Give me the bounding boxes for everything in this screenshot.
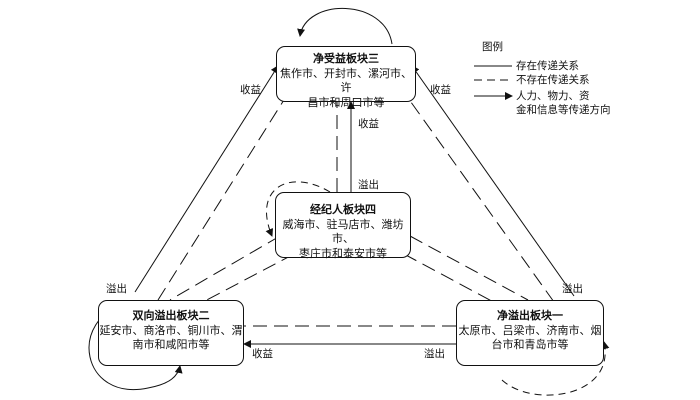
block-three-net-benefit: 净受益板块三 焦作市、开封市、漯河市、许 昌市和周口市等 [276, 46, 416, 109]
self-loop-b1-dashed [501, 341, 610, 396]
block-three-cities-2: 昌市和周口市等 [307, 95, 385, 109]
label-right-bottom-spill: 溢出 [562, 283, 583, 295]
block-two-cities-1: 延安市、商洛市、铜川市、渭 [99, 323, 243, 337]
block-two-title: 双向溢出板块二 [132, 309, 210, 322]
edge-b4-b1-dashed-1 [409, 235, 529, 301]
legend-arrow-label-2: 金和信息等传递方向 [516, 104, 611, 116]
legend-title: 图例 [482, 41, 503, 53]
legend-solid-label: 存在传递关系 [516, 60, 579, 72]
block-four-broker: 经纪人板块四 威海市、驻马店市、潍坊市、 枣庄市和泰安市等 [275, 192, 411, 260]
edge-b1-b3-dashed [397, 83, 555, 303]
label-left-bottom-spill: 溢出 [106, 283, 127, 295]
label-center-benefit: 收益 [358, 118, 379, 130]
label-bottom-spill: 溢出 [424, 348, 445, 360]
block-four-cities-1: 威海市、驻马店市、潍坊市、 [282, 217, 404, 246]
block-one-title: 净溢出板块一 [497, 309, 563, 322]
self-loop-b2 [88, 301, 183, 391]
self-loop-b4-dashed [265, 181, 331, 237]
block-one-cities-1: 太原市、吕梁市、济南市、烟 [458, 323, 602, 337]
block-four-cities-2: 枣庄市和泰安市等 [299, 246, 387, 260]
legend: 图例 存在传递关系 不存在传递关系 人力、物力、资 金和信息等传递方向 [474, 40, 634, 120]
block-two-cities-2: 南市和咸阳市等 [132, 338, 210, 351]
block-three-cities-1: 焦作市、开封市、漯河市、许 [280, 66, 412, 95]
block-three-title: 净受益板块三 [313, 52, 379, 65]
edge-b4-b2-dashed-1 [169, 235, 281, 301]
label-center-spill: 溢出 [358, 179, 379, 191]
block-four-title: 经纪人板块四 [310, 203, 376, 216]
self-loop-b3 [297, 7, 393, 45]
legend-dashed-label: 不存在传递关系 [516, 74, 590, 86]
block-two-bidirectional: 双向溢出板块二 延安市、商洛市、铜川市、渭 南市和咸阳市等 [98, 300, 244, 366]
legend-arrow-label-1: 人力、物力、资 [516, 90, 590, 102]
edge-b1-b3-solid [411, 65, 575, 297]
edge-b2-b3-dashed [157, 83, 295, 301]
label-left-top-benefit: 收益 [240, 84, 261, 96]
label-right-top-benefit: 收益 [430, 84, 451, 96]
block-one-net-spillover: 净溢出板块一 太原市、吕梁市、济南市、烟 台市和青岛市等 [456, 300, 604, 366]
block-one-cities-2: 台市和青岛市等 [491, 338, 569, 351]
label-bottom-benefit: 收益 [252, 348, 273, 360]
edge-b2-b3-solid [134, 65, 279, 293]
